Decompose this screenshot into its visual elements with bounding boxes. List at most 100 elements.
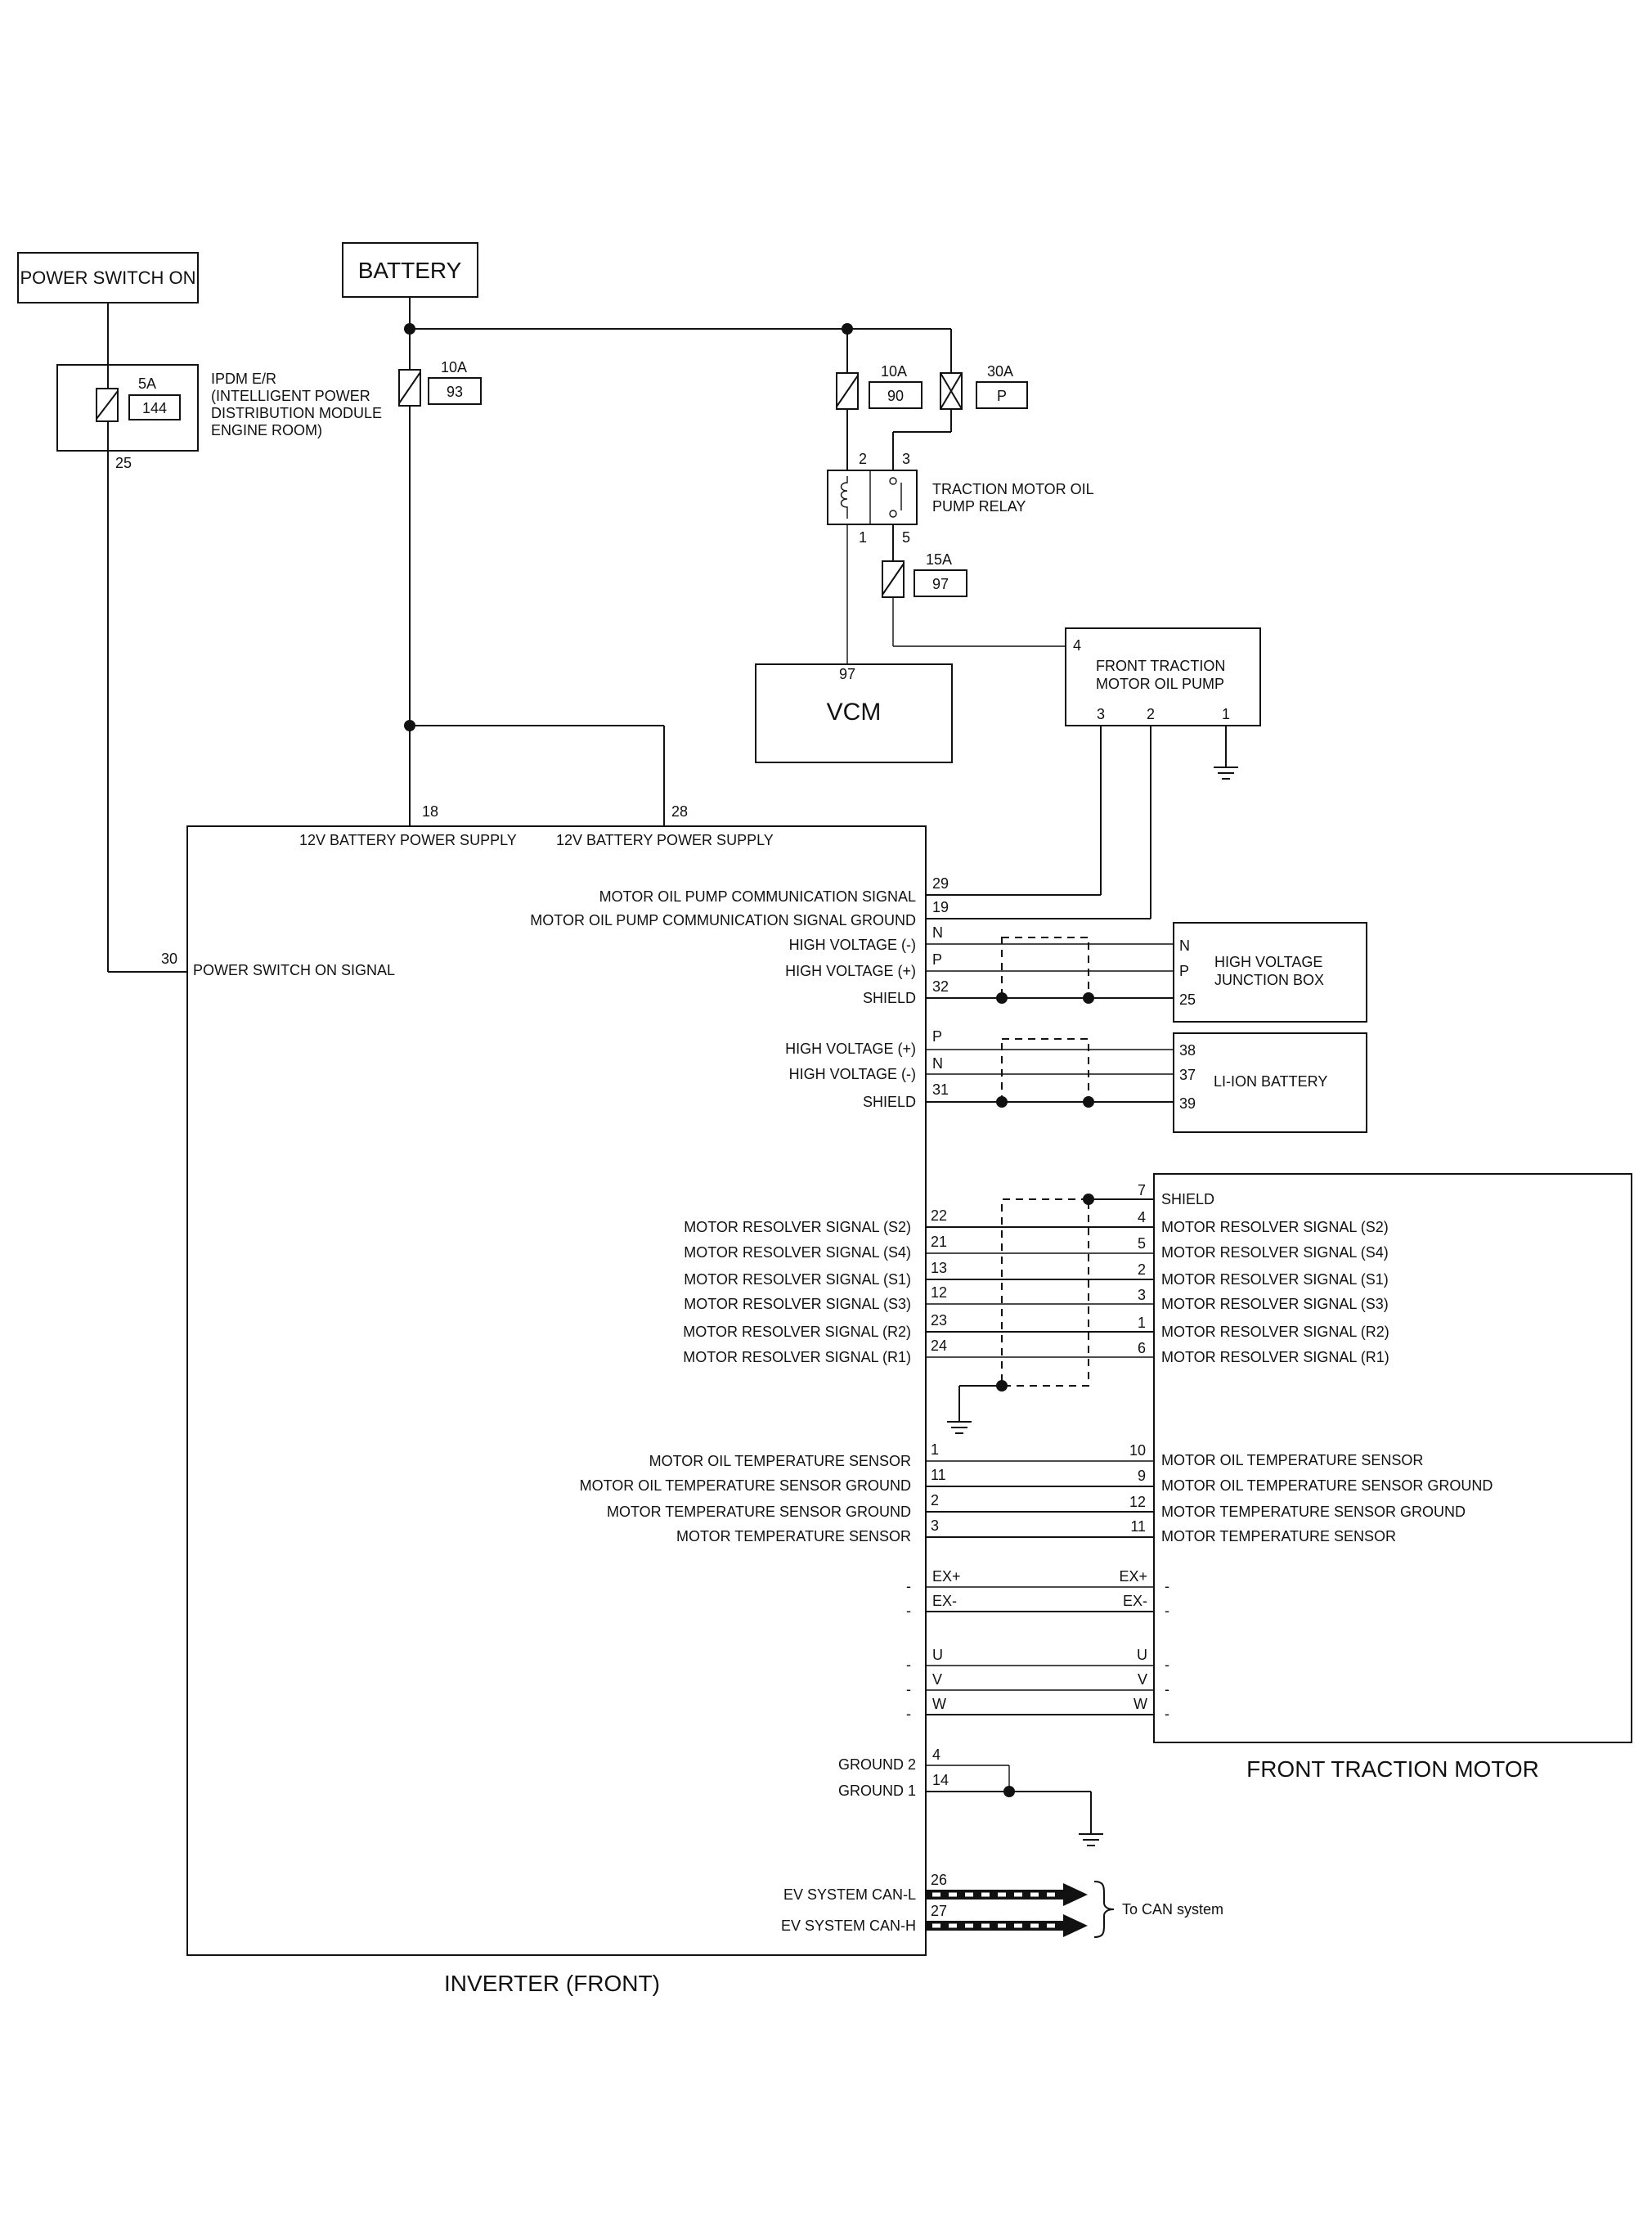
can-brace-icon	[1093, 1881, 1115, 1938]
svg-text:6: 6	[1138, 1340, 1146, 1356]
svg-text:4: 4	[1138, 1209, 1146, 1225]
svg-text:22: 22	[931, 1207, 947, 1224]
inverter-pin-28: 28	[671, 803, 688, 820]
hvj-wire-1-label: HIGH VOLTAGE (-)	[789, 937, 916, 953]
phase-wire: - W W -	[906, 1696, 1169, 1722]
ground1-label: GROUND 1	[838, 1783, 916, 1799]
hvj-wire-1-dest-pin: N	[1179, 937, 1190, 954]
can-system-label: To CAN system	[1122, 1901, 1223, 1918]
svg-text:EX-: EX-	[932, 1593, 957, 1609]
svg-text:MOTOR RESOLVER SIGNAL (S1): MOTOR RESOLVER SIGNAL (S1)	[684, 1271, 911, 1288]
svg-text:11: 11	[931, 1467, 946, 1483]
relay-pin-5: 5	[902, 529, 910, 546]
svg-text:5: 5	[1138, 1235, 1146, 1252]
resolver-shield	[1001, 1198, 1089, 1387]
fuse-144-number: 144	[142, 400, 167, 416]
oil-pump-pin-1: 1	[1222, 706, 1230, 722]
svg-text:12: 12	[931, 1284, 947, 1301]
svg-text:3: 3	[931, 1517, 939, 1534]
fuse-90-rating: 10A	[881, 363, 907, 380]
can-h-pin: 27	[931, 1903, 947, 1919]
li-wire-2-inv-pin: N	[932, 1055, 943, 1072]
svg-text:MOTOR OIL TEMPERATURE SENSOR: MOTOR OIL TEMPERATURE SENSOR	[1161, 1452, 1423, 1468]
ex-wire: - EX- EX- -	[906, 1593, 1169, 1619]
svg-text:24: 24	[931, 1338, 947, 1354]
hvj-wire-2-inv-pin: P	[932, 951, 942, 968]
fuse-144-rating: 5A	[138, 375, 156, 392]
motor-shield-label: SHIELD	[1161, 1191, 1214, 1207]
svg-text:W: W	[932, 1696, 946, 1712]
li-wire-3-inv-pin: 31	[932, 1081, 949, 1098]
relay-box	[827, 470, 918, 525]
ground2-pin: 4	[932, 1747, 940, 1763]
temp-wire: MOTOR OIL TEMPERATURE SENSOR 1 10 MOTOR …	[649, 1441, 1424, 1469]
battery-label: BATTERY	[358, 258, 462, 283]
fuse-93-number-box	[428, 377, 482, 405]
relay-pin-3: 3	[902, 451, 910, 467]
svg-text:23: 23	[931, 1312, 947, 1329]
svg-text:MOTOR RESOLVER SIGNAL (S2): MOTOR RESOLVER SIGNAL (S2)	[684, 1219, 911, 1235]
ipdm-label-2: (INTELLIGENT POWER	[211, 388, 370, 404]
li-ion-box	[1173, 1032, 1367, 1133]
pump-comm-ground-label: MOTOR OIL PUMP COMMUNICATION SIGNAL GROU…	[530, 912, 916, 928]
svg-text:W: W	[1134, 1696, 1147, 1712]
hvj-wire-3-inv-pin: 32	[932, 978, 949, 995]
li-wire-3-label: SHIELD	[863, 1094, 916, 1110]
svg-text:1: 1	[931, 1441, 939, 1458]
oil-pump-pin-2: 2	[1147, 706, 1155, 722]
can-h-wire	[926, 1914, 1088, 1937]
fuse-97-rating: 15A	[926, 551, 952, 568]
temp-wire: MOTOR OIL TEMPERATURE SENSOR GROUND 11 9…	[580, 1467, 1493, 1494]
fuse-97-number: 97	[932, 576, 949, 592]
svg-text:-: -	[906, 1706, 911, 1722]
ground1-pin: 14	[932, 1772, 949, 1788]
svg-text:EX+: EX+	[932, 1568, 961, 1585]
svg-text:MOTOR OIL TEMPERATURE SENSOR G: MOTOR OIL TEMPERATURE SENSOR GROUND	[580, 1477, 911, 1494]
svg-text:MOTOR TEMPERATURE SENSOR: MOTOR TEMPERATURE SENSOR	[1161, 1528, 1396, 1544]
li-wire-1-dest-pin: 38	[1179, 1042, 1196, 1059]
front-motor-box	[1153, 1173, 1632, 1743]
fuse-90-number-box	[869, 381, 923, 409]
inverter-pin-18: 18	[422, 803, 438, 820]
svg-text:V: V	[932, 1671, 942, 1688]
ipdm-label-1: IPDM E/R	[211, 371, 276, 387]
hvj-wire-2-label: HIGH VOLTAGE (+)	[785, 963, 916, 979]
can-h-label: EV SYSTEM CAN-H	[781, 1918, 916, 1934]
resolver-wire: MOTOR RESOLVER SIGNAL (S2) 22 4 MOTOR RE…	[684, 1207, 1388, 1235]
svg-text:-: -	[1165, 1603, 1169, 1619]
svg-text:MOTOR RESOLVER SIGNAL (R2): MOTOR RESOLVER SIGNAL (R2)	[1161, 1324, 1389, 1340]
fuse-97-number-box	[914, 569, 967, 597]
inverter-box	[186, 825, 927, 1956]
svg-text:9: 9	[1138, 1468, 1146, 1484]
svg-text:MOTOR OIL TEMPERATURE SENSOR G: MOTOR OIL TEMPERATURE SENSOR GROUND	[1161, 1477, 1493, 1494]
fuse-p-rating: 30A	[987, 363, 1013, 380]
svg-text:EX+: EX+	[1119, 1568, 1147, 1585]
temp-wire: MOTOR TEMPERATURE SENSOR 3 11 MOTOR TEMP…	[676, 1517, 1396, 1544]
svg-text:-: -	[1165, 1706, 1169, 1722]
relay-pin-1: 1	[859, 529, 867, 546]
resolver-wire: MOTOR RESOLVER SIGNAL (R1) 24 6 MOTOR RE…	[683, 1338, 1389, 1365]
li-wire-3-dest-pin: 39	[1179, 1095, 1196, 1112]
ipdm-label-3: DISTRIBUTION MODULE	[211, 405, 382, 421]
svg-text:2: 2	[931, 1492, 939, 1508]
svg-text:MOTOR OIL TEMPERATURE SENSOR: MOTOR OIL TEMPERATURE SENSOR	[649, 1453, 911, 1469]
svg-text:MOTOR RESOLVER SIGNAL (S2): MOTOR RESOLVER SIGNAL (S2)	[1161, 1219, 1389, 1235]
svg-text:MOTOR RESOLVER SIGNAL (R2): MOTOR RESOLVER SIGNAL (R2)	[683, 1324, 911, 1340]
svg-text:1: 1	[1138, 1315, 1146, 1331]
phase-wire: - U U -	[906, 1647, 1169, 1673]
inverter-pin-30: 30	[161, 951, 177, 967]
svg-text:-: -	[1165, 1657, 1169, 1673]
oil-pump-pin-4: 4	[1073, 637, 1081, 654]
li-wire-2-label: HIGH VOLTAGE (-)	[789, 1066, 916, 1082]
vcm-label: VCM	[827, 699, 882, 726]
fuse-93-number: 93	[447, 384, 463, 400]
li-wire-1-label: HIGH VOLTAGE (+)	[785, 1041, 916, 1057]
svg-text:MOTOR TEMPERATURE SENSOR GROUN: MOTOR TEMPERATURE SENSOR GROUND	[607, 1504, 911, 1520]
front-motor-title: FRONT TRACTION MOTOR	[1246, 1756, 1539, 1782]
ipdm-label-4: ENGINE ROOM)	[211, 422, 322, 438]
svg-text:3: 3	[1138, 1287, 1146, 1303]
oil-pump-label-2: MOTOR OIL PUMP	[1096, 676, 1224, 692]
oil-pump-box	[1065, 627, 1261, 726]
hv-junction-label-2: JUNCTION BOX	[1214, 972, 1324, 988]
